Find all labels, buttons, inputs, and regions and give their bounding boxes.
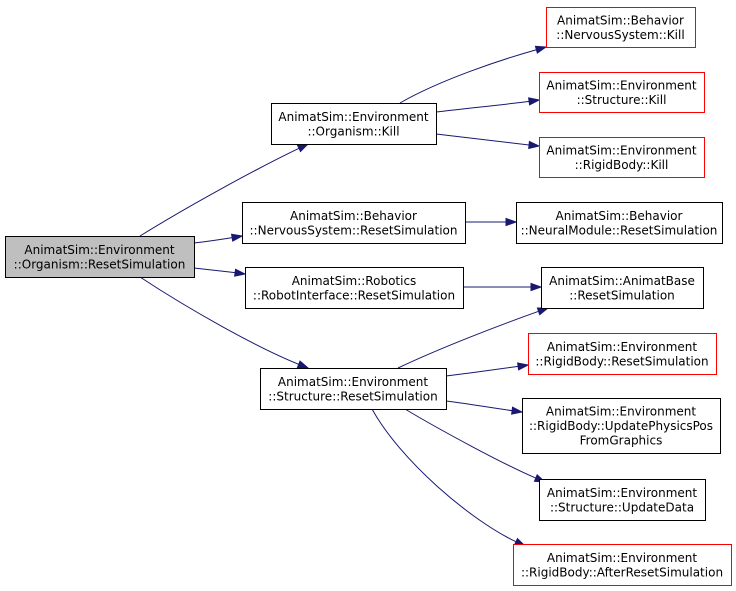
edge-line <box>397 310 539 369</box>
arrowhead-icon <box>234 268 247 277</box>
arrowhead-icon <box>528 140 541 150</box>
edge-line <box>193 237 233 244</box>
node-box[interactable] <box>541 267 704 309</box>
node-box[interactable] <box>516 202 723 244</box>
arrowhead-icon <box>296 360 310 369</box>
node-box[interactable] <box>242 202 466 244</box>
node-label-line: ::Structure::UpdateData <box>550 500 694 514</box>
node-box[interactable] <box>5 236 195 278</box>
arrowhead-icon <box>534 45 548 54</box>
node-label-line: AnimatSim::Environment <box>24 243 175 257</box>
node-label-line: ::RigidBody::Kill <box>575 158 669 172</box>
node-label-line: ::RigidBody::AfterResetSimulation <box>521 565 723 579</box>
node-box[interactable] <box>271 103 437 145</box>
node-label-line: FromGraphics <box>580 434 663 448</box>
node-struct-reset[interactable]: AnimatSim::Environment::Structure::Reset… <box>260 368 447 410</box>
edge-line <box>193 267 236 274</box>
edge-robot-reset-to-ab-reset <box>463 282 543 292</box>
arrowhead-icon <box>511 406 524 415</box>
node-label-line: ::RobotInterface::ResetSimulation <box>253 288 455 302</box>
edge-root-to-ns-reset <box>193 233 244 244</box>
node-label-line: ::Organism::Kill <box>307 124 399 138</box>
node-box[interactable] <box>546 7 696 48</box>
node-rb-after[interactable]: AnimatSim::Environment::RigidBody::After… <box>513 544 732 586</box>
edge-line <box>139 147 300 237</box>
node-nm-reset[interactable]: AnimatSim::Behavior::NeuralModule::Reset… <box>516 202 723 244</box>
node-label-line: AnimatSim::Environment <box>278 110 429 124</box>
call-graph-edges <box>139 45 550 547</box>
node-box[interactable] <box>513 544 732 586</box>
edge-struct-reset-to-rb-after <box>371 408 527 547</box>
node-box[interactable] <box>539 72 705 113</box>
node-rb-update[interactable]: AnimatSim::Environment::RigidBody::Updat… <box>522 398 721 454</box>
edge-line <box>139 276 299 365</box>
node-struct-update[interactable]: AnimatSim::Environment::Structure::Updat… <box>539 479 706 521</box>
node-rb-reset[interactable]: AnimatSim::Environment::RigidBody::Reset… <box>528 333 717 375</box>
edge-org-kill-to-rb-kill <box>435 133 541 150</box>
node-rb-kill[interactable]: AnimatSim::Environment::RigidBody::Kill <box>539 137 705 178</box>
node-box[interactable] <box>539 479 706 521</box>
edge-root-to-robot-reset <box>193 267 247 277</box>
edge-line <box>445 365 519 377</box>
node-label-line: AnimatSim::Environment <box>547 340 698 354</box>
edge-org-kill-to-ns-kill <box>399 45 548 104</box>
edge-struct-reset-to-rb-reset <box>445 362 530 377</box>
node-label-line: ::Structure::Kill <box>577 93 667 107</box>
edge-line <box>435 100 530 113</box>
node-label-line: AnimatSim::Environment <box>547 486 698 500</box>
node-box[interactable] <box>522 398 721 454</box>
edge-struct-reset-to-rb-update <box>445 400 524 415</box>
edge-line <box>399 49 537 104</box>
edge-ns-reset-to-nm-reset <box>465 217 518 227</box>
edge-line <box>435 133 530 146</box>
edge-struct-reset-to-ab-reset <box>397 307 550 369</box>
node-org-kill[interactable]: AnimatSim::Environment::Organism::Kill <box>271 103 437 145</box>
edge-line <box>404 408 536 479</box>
node-label-line: AnimatSim::Environment <box>278 375 429 389</box>
edge-root-to-struct-reset <box>139 276 310 369</box>
arrowhead-icon <box>230 233 244 242</box>
arrowhead-icon <box>530 282 543 292</box>
node-label-line: ::NervousSystem::ResetSimulation <box>250 223 458 237</box>
edge-line <box>371 408 517 543</box>
call-graph-nodes: AnimatSim::Environment::Organism::ResetS… <box>5 7 732 586</box>
node-label-line: AnimatSim::Environment <box>546 78 697 92</box>
edge-org-kill-to-struct-kill <box>435 97 541 113</box>
node-label-line: ::Organism::ResetSimulation <box>14 257 186 271</box>
node-box[interactable] <box>260 368 447 410</box>
node-label-line: AnimatSim::AnimatBase <box>549 274 695 288</box>
node-box[interactable] <box>528 333 717 375</box>
arrowhead-icon <box>505 217 518 227</box>
node-ns-reset[interactable]: AnimatSim::Behavior::NervousSystem::Rese… <box>242 202 466 244</box>
node-label-line: AnimatSim::Robotics <box>292 274 417 288</box>
node-label-line: AnimatSim::Environment <box>546 405 697 419</box>
node-label-line: ::NervousSystem::Kill <box>556 28 684 42</box>
arrowhead-icon <box>296 143 310 153</box>
arrowhead-icon <box>517 362 530 371</box>
node-label-line: AnimatSim::Behavior <box>557 13 684 27</box>
node-label-line: AnimatSim::Environment <box>547 551 698 565</box>
node-label-line: AnimatSim::Behavior <box>556 209 683 223</box>
edge-line <box>445 400 513 412</box>
node-label-line: AnimatSim::Environment <box>546 143 697 157</box>
node-robot-reset[interactable]: AnimatSim::Robotics::RobotInterface::Res… <box>245 267 464 309</box>
node-label-line: AnimatSim::Behavior <box>290 209 417 223</box>
node-label-line: ::Structure::ResetSimulation <box>268 389 437 403</box>
node-ab-reset[interactable]: AnimatSim::AnimatBase::ResetSimulation <box>541 267 704 309</box>
node-label-line: ::RigidBody::ResetSimulation <box>535 354 708 368</box>
node-ns-kill[interactable]: AnimatSim::Behavior::NervousSystem::Kill <box>546 7 696 48</box>
node-label-line: ::NeuralModule::ResetSimulation <box>521 223 718 237</box>
node-label-line: ::ResetSimulation <box>569 288 675 302</box>
node-label-line: ::RigidBody::UpdatePhysicsPos <box>529 419 713 433</box>
node-box[interactable] <box>245 267 464 309</box>
node-struct-kill[interactable]: AnimatSim::Environment::Structure::Kill <box>539 72 705 113</box>
arrowhead-icon <box>528 97 541 106</box>
node-box[interactable] <box>539 137 705 178</box>
node-root[interactable]: AnimatSim::Environment::Organism::ResetS… <box>5 236 195 278</box>
